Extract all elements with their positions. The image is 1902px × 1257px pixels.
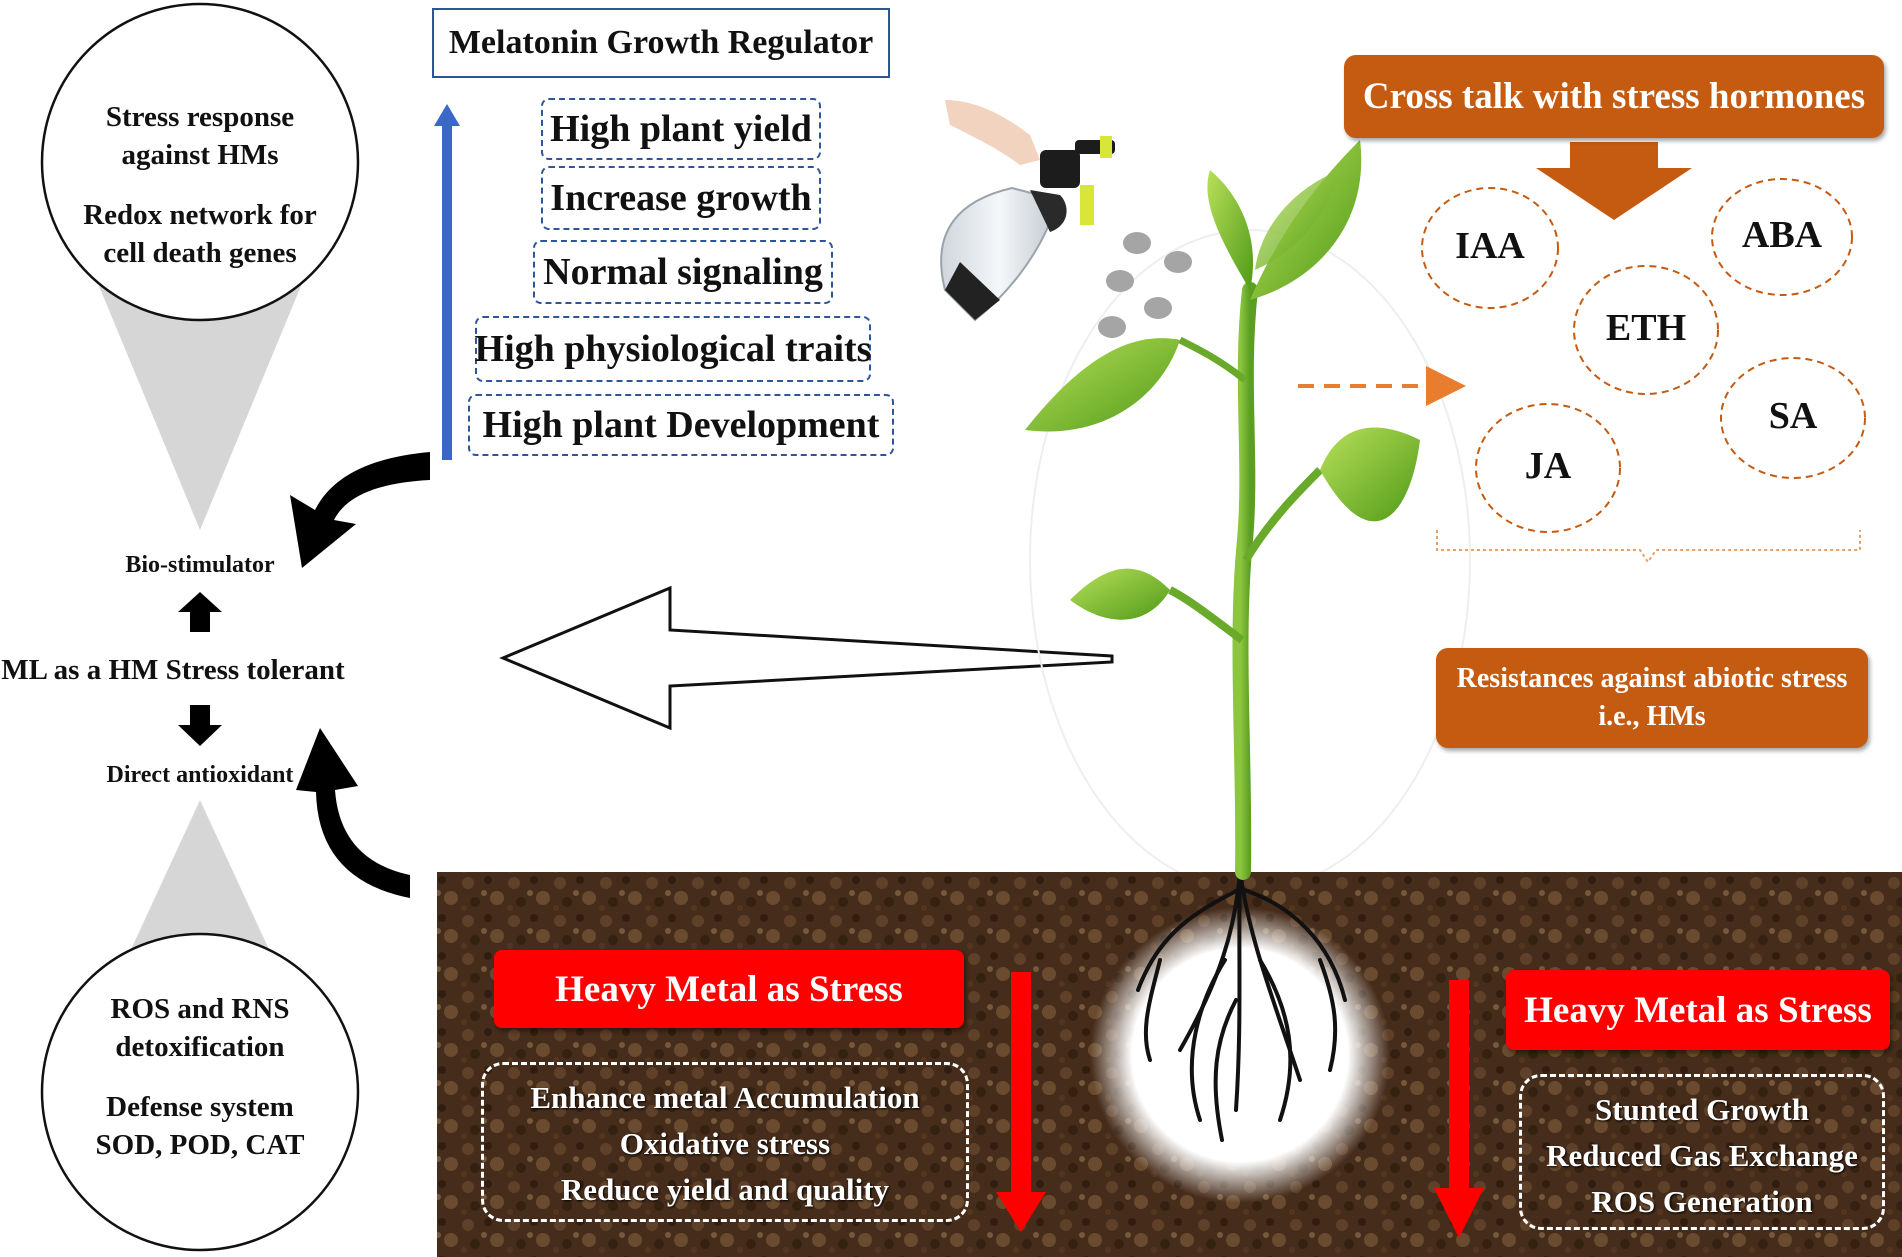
bottom-circle-line1: ROS and RNS: [110, 993, 290, 1025]
benefit-normal-signaling: Normal signaling: [533, 240, 833, 304]
top-circle-text: Stress response against HMs Redox networ…: [60, 98, 340, 272]
top-circle-line1: Stress response: [105, 101, 295, 133]
curved-arrow-top-icon: [290, 452, 430, 568]
hm-stress-right-title: Heavy Metal as Stress: [1524, 989, 1872, 1031]
hm-stress-left-title: Heavy Metal as Stress: [555, 968, 903, 1010]
blue-arrow-shaft: [442, 122, 452, 460]
ml-stress-tolerant-label: ML as a HM Stress tolerant: [1, 654, 345, 686]
large-hollow-arrow-icon: [499, 585, 1114, 731]
hormone-sa: SA: [1768, 395, 1818, 437]
hormone-brace: [1436, 530, 1861, 564]
bottom-circle-line3: Defense system: [106, 1091, 294, 1123]
benefit-high-physiological-traits: High physiological traits: [475, 316, 871, 382]
top-circle-line2: against HMs: [121, 139, 279, 171]
cross-talk-label: Cross talk with stress hormones: [1362, 76, 1866, 117]
left-effect-1: Enhance metal Accumulation: [530, 1080, 920, 1115]
resistance-line2: i.e., HMs: [1598, 701, 1706, 732]
top-circle-shape: [40, 2, 360, 322]
benefit-high-plant-yield: High plant yield: [541, 98, 821, 160]
orange-down-arrow-icon: [1536, 142, 1692, 220]
direct-antioxidant-label: Direct antioxidant: [106, 762, 294, 788]
hm-stress-right-box: Heavy Metal as Stress: [1506, 970, 1890, 1050]
top-circle-line3: Redox network for: [83, 199, 317, 231]
bottom-circle-shape: [40, 932, 360, 1252]
right-effect-2: Reduced Gas Exchange: [1546, 1138, 1858, 1173]
bottom-circle-line4: SOD, POD, CAT: [95, 1129, 305, 1161]
top-circle-line4: cell death genes: [103, 237, 297, 269]
melatonin-title: Melatonin Growth Regulator: [448, 24, 874, 61]
melatonin-title-box: Melatonin Growth Regulator: [432, 8, 890, 78]
benefit-increase-growth: Increase growth: [541, 166, 821, 230]
roots-icon: [1136, 870, 1347, 1142]
hormone-iaa: IAA: [1455, 225, 1525, 267]
bottom-circle-line2: detoxification: [115, 1031, 285, 1063]
top-cone-shape: [80, 240, 320, 530]
blue-arrow-head-icon: [434, 104, 460, 126]
hormone-eth: ETH: [1605, 307, 1687, 349]
bottom-circle-text: ROS and RNS detoxification Defense syste…: [60, 990, 340, 1164]
down-arrow-icon: [178, 705, 222, 746]
hormone-ja: JA: [1524, 445, 1572, 487]
plant-leaves: [1025, 140, 1420, 620]
spray-droplets: [1098, 232, 1192, 338]
resistance-box: Resistances against abiotic stress i.e.,…: [1436, 648, 1868, 748]
curved-arrow-bottom-icon: [296, 728, 410, 898]
right-effect-1: Stunted Growth: [1595, 1092, 1809, 1127]
resistance-line1: Resistances against abiotic stress: [1456, 663, 1848, 694]
cross-talk-box: Cross talk with stress hormones: [1344, 55, 1884, 138]
left-effect-2: Oxidative stress: [619, 1126, 831, 1161]
hm-stress-right-effects: Stunted Growth Reduced Gas Exchange ROS …: [1519, 1074, 1885, 1230]
plant-stem: [1232, 282, 1258, 880]
up-arrow-icon: [178, 592, 222, 632]
hormone-ellipses: [1421, 178, 1866, 533]
hormone-aba: ABA: [1741, 214, 1823, 256]
hm-stress-left-box: Heavy Metal as Stress: [494, 950, 964, 1028]
spray-bottle-icon: [940, 100, 1115, 322]
right-effect-3: ROS Generation: [1591, 1184, 1813, 1219]
bio-stimulator-label: Bio-stimulator: [125, 552, 275, 578]
left-effect-3: Reduce yield and quality: [560, 1172, 890, 1207]
hm-stress-left-effects: Enhance metal Accumulation Oxidative str…: [481, 1062, 969, 1222]
red-down-arrows: [996, 972, 1484, 1238]
benefit-high-plant-development: High plant Development: [468, 394, 894, 456]
